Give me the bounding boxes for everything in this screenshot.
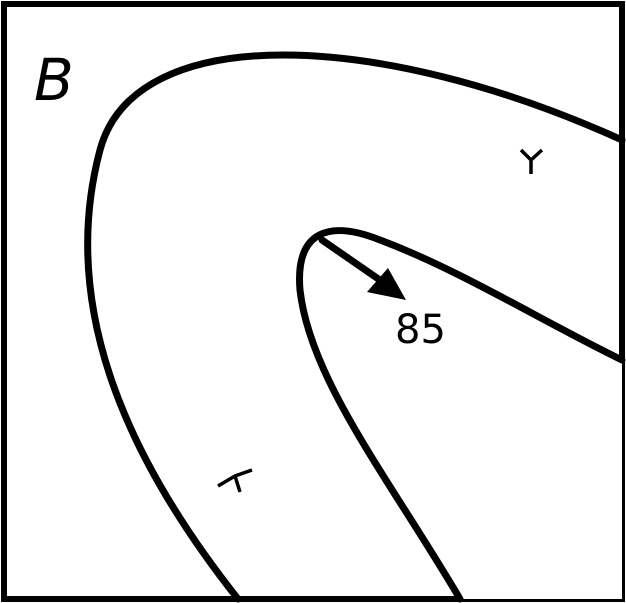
panel-label: B <box>34 46 74 114</box>
arrow-value-label: 85 <box>395 307 446 353</box>
